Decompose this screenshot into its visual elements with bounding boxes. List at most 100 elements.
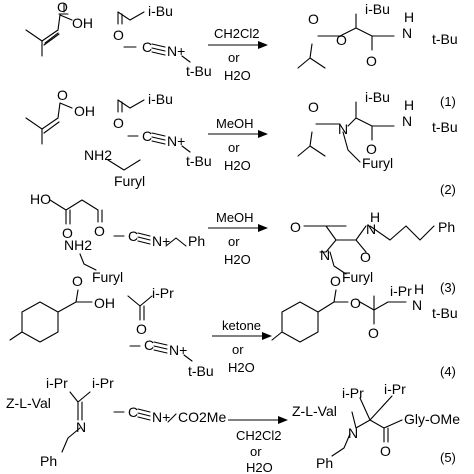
reaction-1: O OH O i-Bu C N+ t-Bu CH2Cl2 or H2O O O … (25, 0, 458, 109)
label-o: O (360, 249, 371, 265)
label-h: H (404, 9, 414, 25)
condition-or: or (228, 50, 240, 65)
reaction-number: (2) (440, 182, 456, 197)
label-o: O (330, 273, 341, 289)
label-h: H (414, 281, 424, 297)
label-h: H (370, 209, 380, 225)
product-5-skeleton (331, 395, 403, 457)
label-c: C (142, 39, 152, 55)
condition-water: H2O (224, 68, 251, 83)
condition-solvent: CH2Cl2 (214, 26, 260, 41)
label-ipr: i-Pr (46, 375, 68, 391)
label-furyl: Furyl (342, 269, 373, 285)
label-nh2: NH2 (64, 237, 92, 253)
condition-or: or (232, 342, 244, 357)
label-n-plus: N+ (152, 233, 170, 249)
product-2-skeleton (297, 101, 395, 163)
reaction-number: (4) (440, 364, 456, 379)
reaction-number: (1) (440, 94, 456, 109)
label-tbu: t-Bu (432, 31, 458, 47)
condition-solvent: CH2Cl2 (236, 428, 282, 443)
reaction-2: O OH NH2 Furyl O i-Bu C N+ t-Bu MeOH or … (25, 87, 458, 197)
label-ipr: i-Pr (390, 283, 412, 299)
reaction-4: O OH O i-Pr C N+ t-Bu ketone or H2O O O … (9, 273, 458, 379)
label-o: O (94, 223, 105, 239)
label-co2me: CO2Me (178, 409, 226, 425)
label-o: O (308, 11, 319, 27)
product-1-skeleton (297, 13, 395, 69)
label-gly-ome: Gly-OMe (404, 411, 460, 427)
label-ibu: i-Bu (365, 89, 390, 105)
reaction-3: HO O O NH2 Furyl C N+ Ph MeOH or H2O O N… (30, 191, 456, 295)
label-furyl: Furyl (362, 155, 393, 171)
label-n-plus: N+ (167, 43, 185, 59)
label-ipr: i-Pr (384, 381, 406, 397)
label-c: C (128, 228, 138, 244)
label-ipr: i-Pr (152, 285, 174, 301)
label-n: N (366, 221, 376, 237)
label-tbu: t-Bu (186, 153, 212, 169)
label-n-plus: N+ (152, 409, 170, 425)
label-ipr: i-Pr (342, 385, 364, 401)
label-furyl: Furyl (92, 269, 123, 285)
reaction-5: Z-L-Val i-Pr i-Pr N Ph C N+ CO2Me CH2Cl2… (6, 375, 460, 474)
label-n: N (320, 247, 330, 263)
label-o: O (62, 225, 73, 241)
label-o: O (366, 141, 377, 157)
label-n: N (402, 25, 412, 41)
label-ibu: i-Bu (148, 3, 173, 19)
aldehyde-bonds (117, 11, 145, 25)
label-o: O (308, 99, 319, 115)
condition-water: H2O (224, 158, 251, 173)
label-z-l-val: Z-L-Val (6, 395, 51, 411)
label-ph: Ph (188, 233, 205, 249)
label-o: O (368, 325, 379, 341)
label-ph: Ph (316, 455, 333, 471)
label-n: N (76, 419, 86, 435)
label-o: O (57, 87, 68, 103)
condition-or: or (228, 234, 240, 249)
condition-water: H2O (228, 360, 255, 375)
label-ibu: i-Bu (148, 91, 173, 107)
label-o: O (336, 32, 347, 48)
label-o: O (366, 53, 377, 69)
label-furyl: Furyl (114, 173, 145, 189)
reaction-number: (3) (440, 280, 456, 295)
label-c: C (144, 337, 154, 353)
label-ph: Ph (40, 453, 57, 469)
label-oh: OH (72, 15, 93, 31)
toluic-acid-ring (9, 289, 93, 343)
condition-reagent: ketone (222, 318, 261, 333)
label-o: O (113, 27, 124, 43)
label-oh: OH (74, 103, 95, 119)
reaction-number: (5) (440, 450, 456, 465)
label-n: N (348, 425, 358, 441)
label-oh: OH (94, 295, 115, 311)
label-o: O (113, 115, 124, 131)
label-n: N (338, 121, 348, 137)
label-ho: HO (30, 191, 51, 207)
label-z-l-val: Z-L-Val (292, 403, 337, 419)
label-c: C (128, 404, 138, 420)
condition-or: or (228, 140, 240, 155)
label-nh2: NH2 (84, 147, 112, 163)
condition-water: H2O (224, 252, 251, 267)
label-tbu: t-Bu (432, 119, 458, 135)
label-o: O (350, 295, 361, 311)
label-o: O (72, 273, 83, 289)
product-3-skeleton (303, 225, 435, 253)
condition-or: or (250, 444, 262, 459)
label-tbu: t-Bu (432, 305, 458, 321)
condition-solvent: MeOH (216, 116, 254, 131)
acid-skeleton (25, 3, 73, 57)
product-4-skeleton (271, 289, 407, 343)
label-tbu: t-Bu (186, 63, 212, 79)
label-ph: Ph (438, 219, 455, 235)
acid-skeleton (25, 102, 73, 145)
label-o: O (380, 443, 391, 459)
label-n-plus: N+ (169, 342, 187, 358)
condition-water: H2O (246, 460, 273, 474)
label-o: O (57, 0, 68, 15)
label-h: H (404, 97, 414, 113)
